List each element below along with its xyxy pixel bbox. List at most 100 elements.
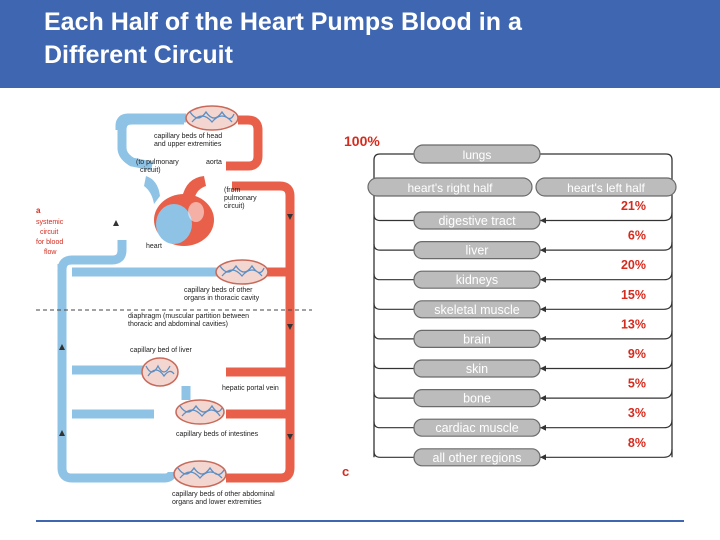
organ-percent: 21% xyxy=(621,199,646,213)
title-line-1: Each Half of the Heart Pumps Blood in a xyxy=(44,6,704,39)
label-cap-head-2: and upper extremities xyxy=(154,141,222,148)
label-aorta: aorta xyxy=(206,159,222,166)
organ-name: skin xyxy=(466,362,488,376)
label-hepatic-portal: hepatic portal vein xyxy=(222,385,279,392)
arrowhead xyxy=(540,425,546,431)
blood-distribution-diagram: 100% c digestive tract 21% liver 6% kidneys 2… xyxy=(336,124,682,480)
organ-name: all other regions xyxy=(433,451,522,465)
label-cap-abdominal-2: organs and lower extremities xyxy=(172,499,262,506)
top-boxes: lungs heart's right half heart's left ha… xyxy=(368,145,676,196)
label-cap-head-1: capillary beds of head xyxy=(154,133,222,140)
capillary-bed-head xyxy=(186,106,238,130)
label-from-pulmonary-1: (from xyxy=(224,187,241,194)
organ-row: all other regions 8% xyxy=(414,436,646,466)
return-branch xyxy=(374,244,414,250)
label-diaphragm-1: diaphragm (muscular partition between xyxy=(128,313,249,320)
supply-branch xyxy=(540,331,672,339)
return-branch xyxy=(374,274,414,280)
supply-branch xyxy=(540,390,672,398)
organ-name: digestive tract xyxy=(438,214,516,228)
label-from-pulmonary-2: pulmonary xyxy=(224,195,257,202)
arrowhead xyxy=(540,218,546,224)
arrowhead xyxy=(540,336,546,342)
organ-percent: 3% xyxy=(628,406,646,420)
organ-percent: 8% xyxy=(628,436,646,450)
title-bar: Each Half of the Heart Pumps Blood in a … xyxy=(0,0,720,88)
systemic-circuit-svg: a systemic circuit for blood flow capill… xyxy=(36,100,312,510)
return-branch xyxy=(374,392,414,398)
supply-branch xyxy=(540,449,672,457)
label-to-pulmonary-2: circuit) xyxy=(140,167,161,174)
label-diaphragm-2: thoracic and abdominal cavities) xyxy=(128,321,228,328)
organ-percent: 5% xyxy=(628,377,646,391)
organ-percent: 9% xyxy=(628,347,646,361)
organ-row: kidneys 20% xyxy=(414,258,646,288)
heart-illustration xyxy=(144,176,214,246)
label-cap-liver: capillary bed of liver xyxy=(130,347,193,354)
arrowhead xyxy=(540,247,546,253)
systemic-circuit-diagram: a systemic circuit for blood flow capill… xyxy=(36,100,312,510)
organ-percent: 15% xyxy=(621,288,646,302)
label-to-pulmonary-1: (to pulmonary xyxy=(136,159,179,166)
capillary-bed-intestines xyxy=(176,400,224,424)
organ-name: cardiac muscle xyxy=(435,421,518,435)
organ-percent: 13% xyxy=(621,317,646,331)
return-branch xyxy=(374,363,414,369)
capillary-bed-liver xyxy=(142,358,178,386)
supply-line-right xyxy=(540,154,672,457)
bottom-rule xyxy=(36,520,684,522)
organ-name: liver xyxy=(466,244,489,258)
arrowhead xyxy=(540,395,546,401)
organ-row: brain 13% xyxy=(414,317,646,347)
capillary-bed-thoracic xyxy=(216,260,268,284)
label-from-pulmonary-3: circuit) xyxy=(224,203,245,210)
label-letter-c: c xyxy=(342,464,349,479)
organ-row: digestive tract 21% xyxy=(414,199,646,229)
total-percent-label: 100% xyxy=(344,133,380,149)
organ-percent: 6% xyxy=(628,229,646,243)
label-cap-intestines: capillary beds of intestines xyxy=(176,431,259,438)
organ-row: bone 5% xyxy=(414,377,646,407)
label-flow: flow xyxy=(44,249,57,256)
supply-branch xyxy=(540,301,672,309)
organ-name: kidneys xyxy=(456,273,498,287)
organ-rows: digestive tract 21% liver 6% kidneys 20% skele… xyxy=(414,199,646,466)
organ-percent: 20% xyxy=(621,258,646,272)
organ-row: skeletal muscle 15% xyxy=(414,288,646,318)
label-circuit: circuit xyxy=(40,229,58,236)
organ-row: cardiac muscle 3% xyxy=(414,406,646,436)
label-letter-a: a xyxy=(36,206,41,215)
label-systemic: systemic xyxy=(36,219,64,226)
arrowhead xyxy=(540,454,546,460)
organ-row: skin 9% xyxy=(414,347,646,377)
label-cap-thoracic-2: organs in thoracic cavity xyxy=(184,295,260,302)
return-branch xyxy=(374,451,414,457)
label-heart: heart xyxy=(146,243,162,250)
right-half-label: heart's right half xyxy=(407,181,493,195)
organ-name: brain xyxy=(463,332,491,346)
title-line-2: Different Circuit xyxy=(44,39,704,72)
arrowhead xyxy=(540,277,546,283)
left-half-label: heart's left half xyxy=(567,181,645,195)
supply-branch xyxy=(540,272,672,280)
return-branch xyxy=(374,422,414,428)
lungs-label: lungs xyxy=(463,148,492,162)
supply-branch xyxy=(540,361,672,369)
return-branch xyxy=(374,215,414,221)
label-for-blood: for blood xyxy=(36,239,63,246)
distribution-svg: 100% c digestive tract 21% liver 6% kidneys 2… xyxy=(336,124,682,480)
return-line-left xyxy=(374,154,414,457)
supply-branch xyxy=(540,420,672,428)
supply-branch xyxy=(540,213,672,221)
return-branch xyxy=(374,333,414,339)
slide-title: Each Half of the Heart Pumps Blood in a … xyxy=(44,6,704,72)
return-branch xyxy=(374,303,414,309)
supply-branch xyxy=(540,242,672,250)
arrowhead xyxy=(540,306,546,312)
organ-row: liver 6% xyxy=(414,229,646,259)
label-cap-thoracic-1: capillary beds of other xyxy=(184,287,253,294)
label-cap-abdominal-1: capillary beds of other abdominal xyxy=(172,491,275,498)
organ-name: skeletal muscle xyxy=(434,303,519,317)
arrowhead xyxy=(540,366,546,372)
organ-name: bone xyxy=(463,392,491,406)
